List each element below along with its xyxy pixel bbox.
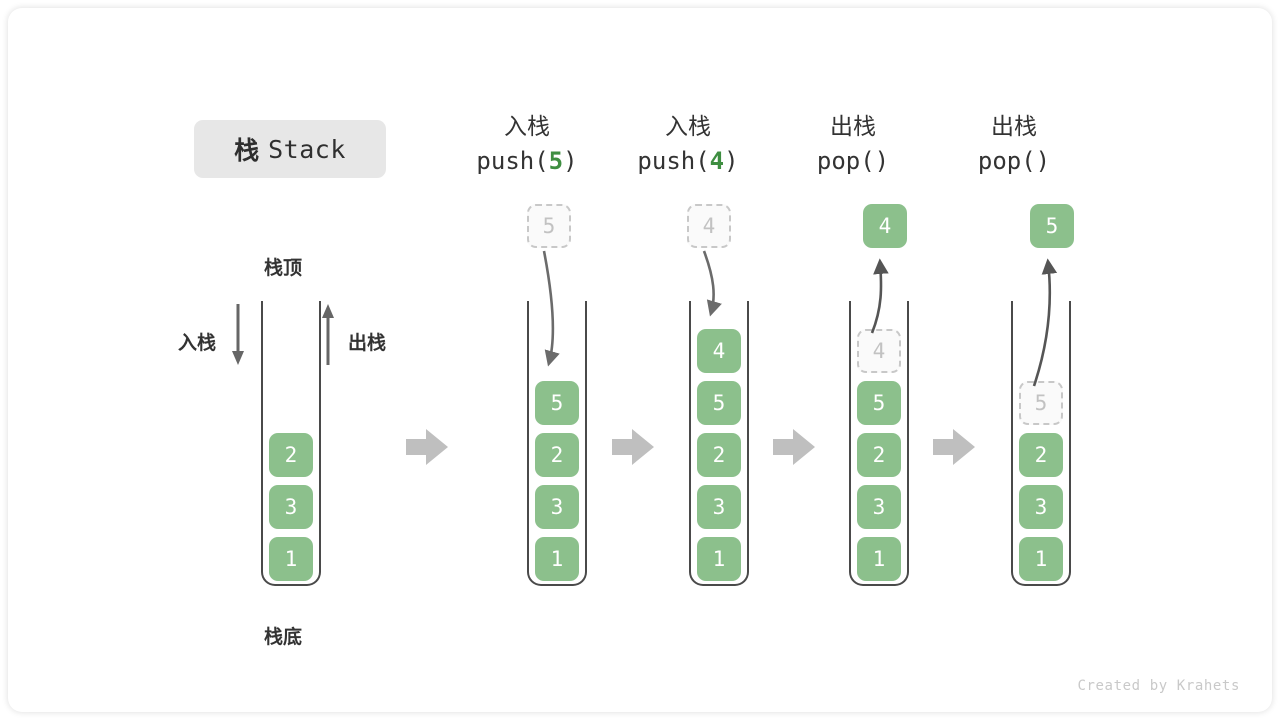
stage-header-code: push(5) (437, 143, 617, 179)
stage-header-cn: 入栈 (504, 114, 550, 140)
stage-header-push-5: 入栈 push(5) (437, 111, 617, 179)
stage-header-code: push(4) (598, 143, 778, 179)
stage-header-cn: 出栈 (991, 114, 1037, 140)
stage-header-cn: 出栈 (830, 114, 876, 140)
stack-element: 4 (697, 329, 741, 373)
page-title-en: Stack (268, 134, 346, 164)
stage-header-code: pop() (924, 143, 1104, 179)
stack-element: 1 (857, 537, 901, 581)
stage-header-cn: 入栈 (665, 114, 711, 140)
stack-element: 3 (269, 485, 313, 529)
floating-element-push-5: 5 (527, 204, 571, 248)
stage-header-pop-2: 出栈 pop() (924, 111, 1104, 179)
stack-container-pop-1 (849, 301, 909, 586)
stack-element: 5 (535, 381, 579, 425)
stack-element: 1 (269, 537, 313, 581)
stack-element: 2 (857, 433, 901, 477)
code-suffix: ) (1035, 147, 1051, 175)
code-suffix: ) (874, 147, 890, 175)
stack-bottom-label: 栈底 (264, 626, 303, 648)
page-title-cn: 栈 (234, 136, 260, 165)
stack-container-push-4 (689, 301, 749, 586)
stack-element: 2 (697, 433, 741, 477)
stage-separator-arrow-icon (612, 429, 654, 465)
code-prefix: push( (476, 147, 549, 175)
code-suffix: ) (563, 147, 578, 175)
code-suffix: ) (724, 147, 739, 175)
stage-separator-arrow-icon (406, 429, 448, 465)
code-prefix: push( (637, 147, 710, 175)
stage-separator-arrow-icon (773, 429, 815, 465)
stack-container-pop-2 (1011, 301, 1071, 586)
stack-element: 5 (697, 381, 741, 425)
pop-direction-label: 出栈 (348, 332, 387, 354)
stack-element: 3 (1019, 485, 1063, 529)
stack-element: 2 (535, 433, 579, 477)
stage-header-code: pop() (763, 143, 943, 179)
popped-element-4: 4 (863, 204, 907, 248)
stage-header-push-4: 入栈 push(4) (598, 111, 778, 179)
stack-element-ghost: 4 (857, 329, 901, 373)
stage-separator-arrow-icon (933, 429, 975, 465)
stack-top-label: 栈顶 (264, 257, 303, 279)
stack-container-initial (261, 301, 321, 586)
diagram-title-badge: 栈 Stack (194, 120, 386, 178)
code-arg: 5 (548, 147, 564, 175)
stack-element: 2 (269, 433, 313, 477)
stack-element: 1 (1019, 537, 1063, 581)
code-prefix: pop( (816, 147, 875, 175)
pop-arrow-up-icon (322, 304, 334, 365)
stack-element: 5 (857, 381, 901, 425)
stack-element: 1 (697, 537, 741, 581)
stack-container-push-5 (527, 301, 587, 586)
stack-element: 3 (697, 485, 741, 529)
push-arrow-down-icon (232, 304, 244, 365)
stack-element-ghost: 5 (1019, 381, 1063, 425)
stack-element: 1 (535, 537, 579, 581)
stack-element: 3 (857, 485, 901, 529)
stage-header-pop-1: 出栈 pop() (763, 111, 943, 179)
push-direction-label: 入栈 (178, 332, 217, 354)
stack-element: 3 (535, 485, 579, 529)
code-prefix: pop( (977, 147, 1036, 175)
popped-element-5: 5 (1030, 204, 1074, 248)
diagram-card: 栈 Stack 栈顶 栈底 入栈 出栈 2 3 1 入栈 push(5) 5 5… (8, 8, 1272, 712)
footer-credit: Created by Krahets (1077, 678, 1240, 694)
stack-element: 2 (1019, 433, 1063, 477)
code-arg: 4 (709, 147, 725, 175)
floating-element-push-4: 4 (687, 204, 731, 248)
